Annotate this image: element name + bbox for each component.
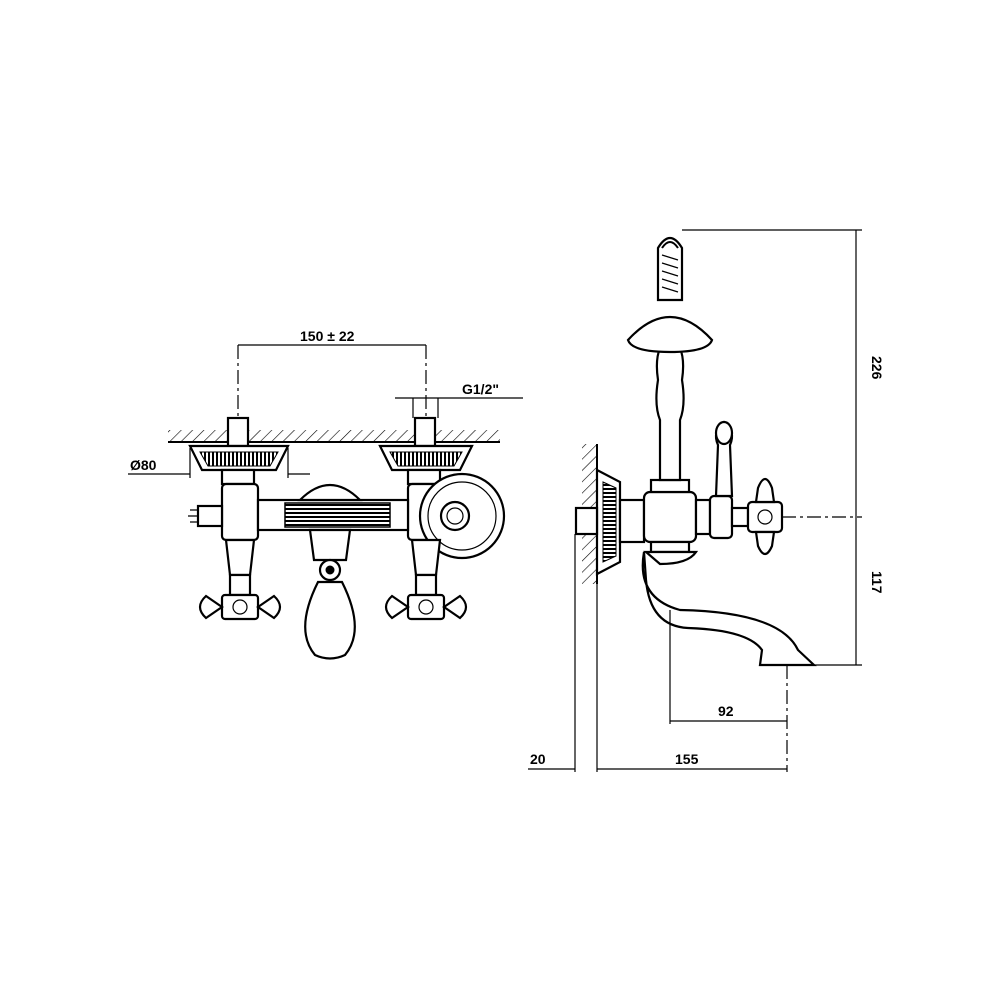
side-flange — [574, 468, 646, 576]
right-flange — [378, 416, 474, 486]
height-label: 226 — [869, 356, 885, 380]
left-flange — [188, 416, 290, 486]
wall-line — [168, 430, 500, 443]
wall-offset-dimension — [528, 534, 576, 772]
spout-height-label: 117 — [869, 571, 885, 594]
bath-spout — [641, 550, 817, 667]
diameter-dimension — [128, 448, 310, 478]
thread-dimension — [395, 397, 523, 418]
diameter-label: Ø80 — [130, 457, 157, 473]
side-lever-handle — [714, 420, 734, 498]
projection-dimension — [596, 584, 787, 772]
spout-offset-dimension — [669, 610, 788, 772]
mixer-body — [188, 482, 446, 542]
height-dimension — [682, 229, 862, 518]
diverter-lever — [304, 528, 356, 660]
spout-height-dimension — [814, 517, 862, 666]
thread-label: G1/2" — [462, 381, 499, 397]
wall-offset-label: 20 — [530, 751, 546, 767]
side-cross-handle — [730, 477, 784, 556]
handshower-riser — [626, 236, 714, 482]
spout-offset-label: 92 — [718, 703, 734, 719]
shower-outlet-rosette — [418, 472, 506, 560]
side-view: 226 117 92 155 20 — [528, 229, 885, 772]
left-valve-handle — [198, 538, 282, 621]
spacing-label: 150 ± 22 — [300, 328, 355, 344]
spacing-dimension — [237, 344, 427, 418]
side-body — [642, 478, 734, 554]
right-valve-handle — [384, 538, 468, 621]
projection-label: 155 — [675, 751, 699, 767]
front-view: 150 ± 22 G1/2" Ø80 — [128, 328, 523, 660]
